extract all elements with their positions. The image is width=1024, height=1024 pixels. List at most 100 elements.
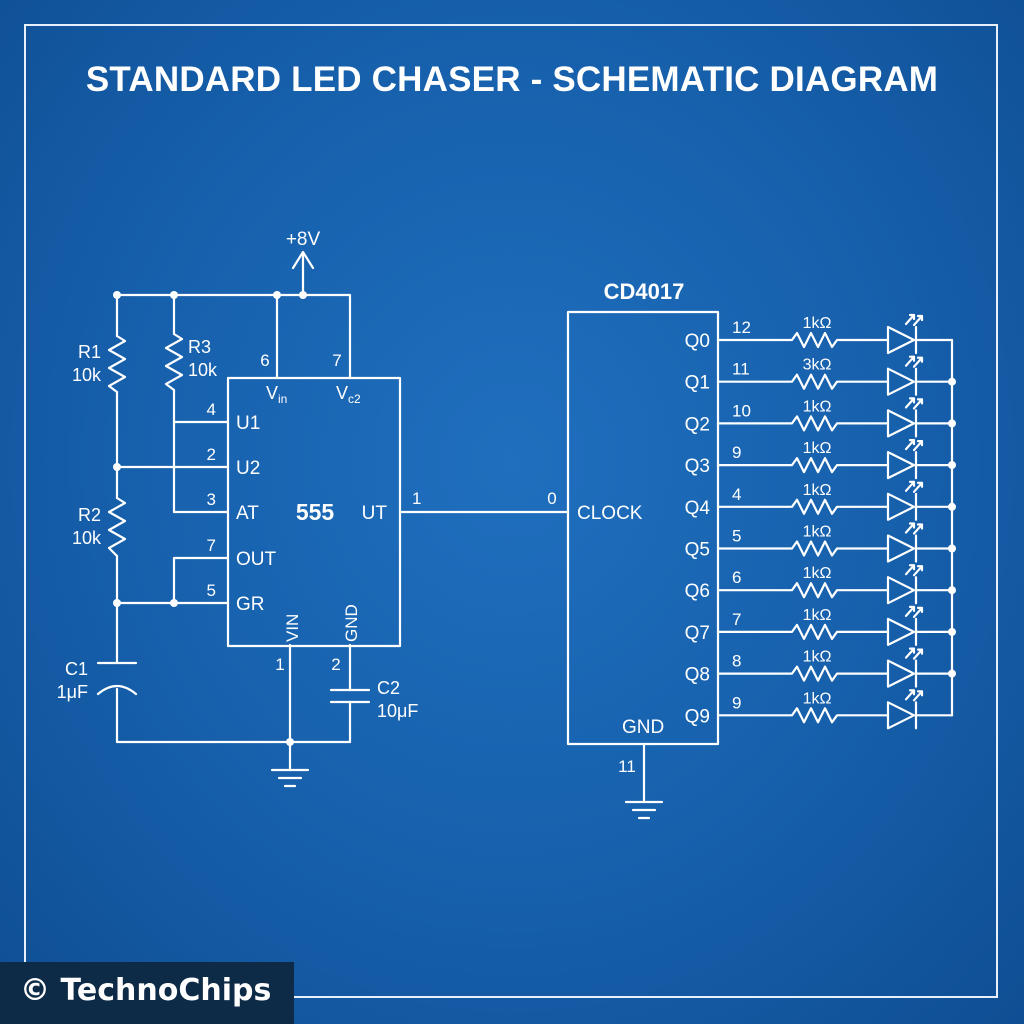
ground-icon bbox=[624, 800, 664, 820]
r3-value: 10k bbox=[188, 360, 218, 380]
r3-name: R3 bbox=[188, 337, 211, 357]
led-icon bbox=[886, 605, 924, 646]
ic-555-name: 555 bbox=[296, 499, 335, 525]
pin-label: Vc2 bbox=[336, 383, 361, 406]
resistor-value: 1kΩ bbox=[803, 440, 832, 457]
output-pin-label: Q8 bbox=[685, 665, 710, 686]
resistor-value: 1kΩ bbox=[803, 565, 832, 582]
r1-value: 10k bbox=[72, 365, 102, 385]
pin-label: GND bbox=[342, 604, 361, 642]
page-title: STANDARD LED CHASER - SCHEMATIC DIAGRAM bbox=[85, 60, 939, 99]
output-pin-label: Q3 bbox=[685, 456, 710, 477]
c2-value: 10μF bbox=[377, 701, 418, 721]
pin-number: 11 bbox=[618, 757, 636, 776]
pin-label: OUT bbox=[236, 549, 277, 570]
output-channel-q1: Q1 11 3kΩ bbox=[685, 355, 956, 396]
page-frame bbox=[24, 24, 998, 998]
resistor-value: 1kΩ bbox=[803, 482, 832, 499]
pin-number: 4 bbox=[207, 400, 216, 419]
c2-name: C2 bbox=[377, 678, 400, 698]
output-pin-number: 8 bbox=[732, 652, 741, 671]
resistor-value: 3kΩ bbox=[803, 357, 832, 374]
pin-number: 2 bbox=[207, 445, 216, 464]
capacitor-c2: C2 10μF bbox=[329, 678, 418, 721]
led-icon bbox=[886, 480, 924, 521]
led-icon bbox=[886, 522, 924, 563]
pin-label: U1 bbox=[236, 413, 260, 434]
output-pin-label: Q1 bbox=[685, 373, 710, 394]
resistor-value: 1kΩ bbox=[803, 690, 832, 707]
copyright-badge: © TechnoChips bbox=[0, 962, 294, 1024]
ground-icon bbox=[270, 768, 310, 788]
output-pin-number: 7 bbox=[732, 610, 741, 629]
output-channel-q3: Q3 9 1kΩ bbox=[685, 439, 956, 480]
output-channel-q7: Q7 7 1kΩ bbox=[685, 605, 956, 646]
pin-number: 3 bbox=[207, 490, 216, 509]
output-channel-q6: Q6 6 1kΩ bbox=[685, 564, 956, 605]
pin-label: UT bbox=[362, 503, 388, 524]
output-pin-number: 6 bbox=[732, 568, 741, 587]
output-channel-q4: Q4 4 1kΩ bbox=[685, 480, 956, 521]
pin-number: 2 bbox=[331, 655, 340, 674]
output-channel-q2: Q2 10 1kΩ bbox=[685, 397, 956, 438]
pin-label: AT bbox=[236, 503, 259, 524]
pin-label: Vin bbox=[266, 383, 287, 406]
r2-name: R2 bbox=[78, 505, 101, 525]
resistor-r2: R2 10k bbox=[72, 496, 127, 558]
led-icon bbox=[886, 564, 924, 605]
output-pin-number: 9 bbox=[732, 443, 741, 462]
r2-value: 10k bbox=[72, 528, 102, 548]
pin-number: 6 bbox=[260, 351, 269, 370]
c1-name: C1 bbox=[65, 659, 88, 679]
pin-label: VIN bbox=[283, 614, 302, 642]
pin-number: 1 bbox=[275, 655, 284, 674]
pin-label: CLOCK bbox=[577, 503, 643, 524]
resistor-r1: R1 10k bbox=[72, 334, 127, 394]
resistor-value: 1kΩ bbox=[803, 524, 832, 541]
output-pin-number: 4 bbox=[732, 485, 741, 504]
output-pin-label: Q9 bbox=[685, 706, 710, 727]
output-pin-label: Q7 bbox=[685, 623, 710, 644]
timer-wiring bbox=[113, 291, 570, 772]
ic-cd4017-name: CD4017 bbox=[604, 279, 685, 304]
output-pin-number: 10 bbox=[732, 401, 751, 420]
pin-number: 7 bbox=[207, 536, 216, 555]
ic-555: 555 4 2 3 7 5 U1 U2 AT OUT GR 6 7 Vin Vc… bbox=[207, 351, 422, 674]
led-icon bbox=[886, 355, 924, 396]
r1-name: R1 bbox=[78, 342, 101, 362]
resistor-value: 1kΩ bbox=[803, 649, 832, 666]
pin-number: 1 bbox=[412, 489, 421, 508]
output-pin-label: Q2 bbox=[685, 414, 710, 435]
output-pin-label: Q6 bbox=[685, 581, 710, 602]
output-pin-label: Q4 bbox=[685, 498, 711, 519]
capacitor-c1: C1 1μF bbox=[57, 659, 138, 702]
supply-terminal: +8V bbox=[286, 229, 321, 297]
output-pin-number: 5 bbox=[732, 527, 741, 546]
output-pin-label: Q0 bbox=[685, 331, 710, 352]
ic-cd4017: CD4017 CLOCK 0 GND 11 bbox=[547, 279, 720, 804]
c1-value: 1μF bbox=[57, 682, 88, 702]
led-icon bbox=[886, 313, 924, 355]
pin-label: U2 bbox=[236, 458, 260, 479]
led-icon bbox=[886, 647, 924, 688]
output-channel-q0: Q0 12 1kΩ bbox=[685, 313, 954, 355]
pin-number: 5 bbox=[207, 581, 216, 600]
output-pin-number: 11 bbox=[732, 360, 750, 379]
resistor-r3: R3 10k bbox=[164, 332, 218, 392]
led-icon bbox=[886, 397, 924, 438]
resistor-value: 1kΩ bbox=[803, 315, 832, 332]
pin-number: 0 bbox=[547, 489, 556, 508]
resistor-value: 1kΩ bbox=[803, 607, 832, 624]
supply-label: +8V bbox=[286, 229, 321, 250]
resistor-value: 1kΩ bbox=[803, 398, 832, 415]
pin-number: 7 bbox=[332, 351, 341, 370]
led-icon bbox=[886, 439, 924, 480]
pin-label: GND bbox=[622, 717, 664, 738]
pin-label: GR bbox=[236, 594, 265, 615]
output-channel-q8: Q8 8 1kΩ bbox=[685, 647, 956, 688]
output-pin-number: 12 bbox=[732, 318, 751, 337]
